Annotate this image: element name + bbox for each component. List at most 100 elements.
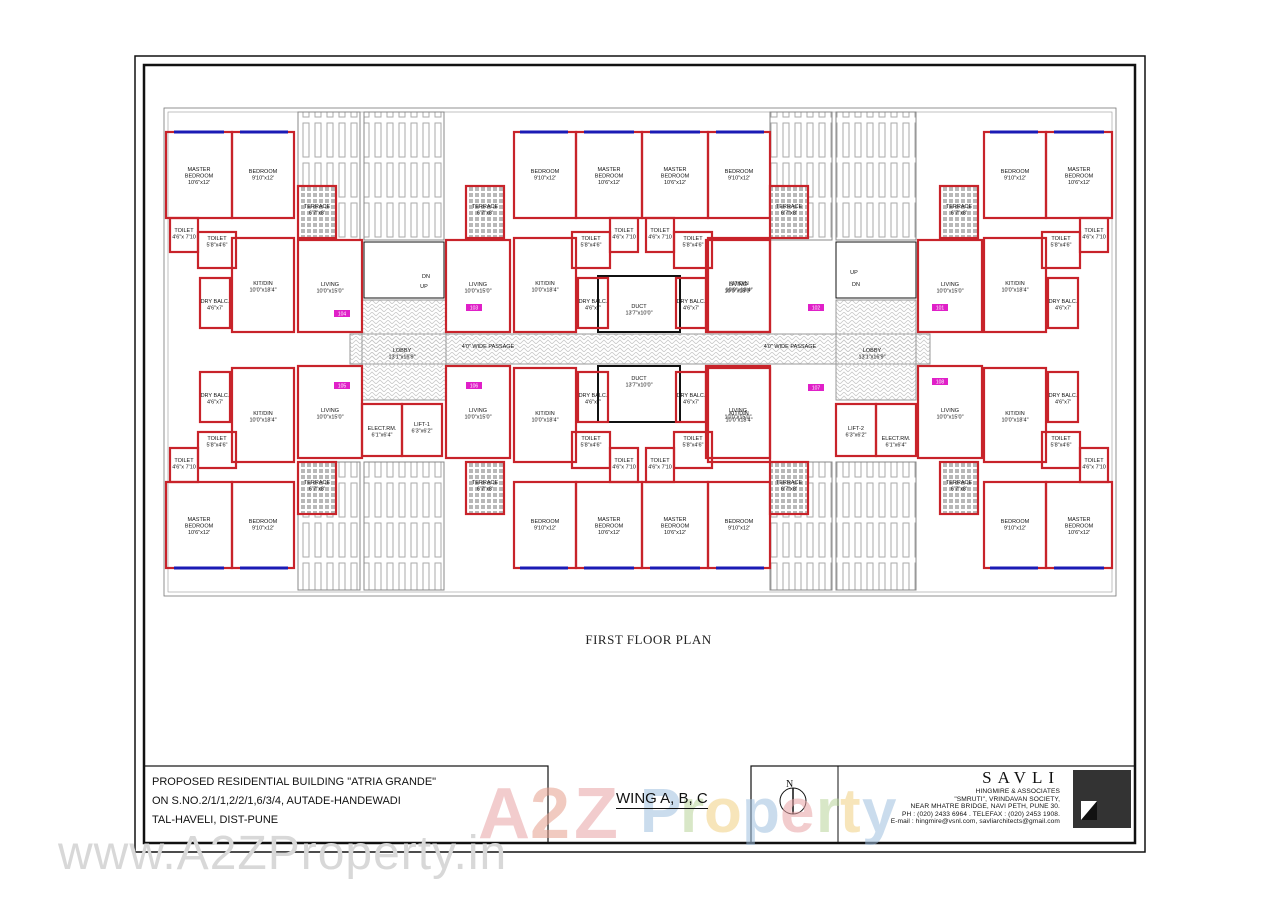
terrace xyxy=(296,184,338,240)
project-description: PROPOSED RESIDENTIAL BUILDING "ATRIA GRA… xyxy=(152,773,436,830)
toilet-2 xyxy=(672,430,714,470)
circulation xyxy=(349,275,931,423)
terrace xyxy=(938,184,980,240)
dry-balcony xyxy=(1046,370,1080,424)
toilet-2 xyxy=(1040,230,1082,270)
wing-label: WING A, B, C xyxy=(616,790,708,809)
toilet-2 xyxy=(196,230,238,270)
dry-balcony xyxy=(576,370,610,424)
firm-line-4: PH : (020) 2433 6964 . TELEFAX : (020) 2… xyxy=(902,810,1060,818)
toilet-2 xyxy=(570,230,612,270)
inner-border xyxy=(142,63,1137,845)
svg-text:105: 105 xyxy=(338,384,347,390)
electrical-room-1-label: ELECT.RM.6'1"x6'4" xyxy=(368,426,397,439)
terrace xyxy=(768,460,810,516)
flat-number-tag: 101 xyxy=(932,304,948,312)
flat-number-tag: 105 xyxy=(334,382,350,390)
electrical-room-1 xyxy=(360,402,404,458)
terrace xyxy=(938,460,980,516)
project-line-2: ON S.NO.2/1/1,2/2/1,6/3/4, AUTADE-HANDEW… xyxy=(152,795,401,807)
flat-number-tag: 106 xyxy=(466,382,482,390)
dry-balcony xyxy=(198,370,232,424)
terrace xyxy=(296,460,338,516)
kit-din xyxy=(230,366,296,464)
svg-text:t: t xyxy=(840,777,861,846)
toilet-2 xyxy=(672,230,714,270)
svg-text:r: r xyxy=(816,777,840,846)
svg-text:o: o xyxy=(704,777,742,846)
dry-balcony-label: DRY BALC.4'6"x7' xyxy=(1049,299,1078,312)
watermark-url: www.A2ZProperty.in xyxy=(58,827,508,880)
toilet-2 xyxy=(570,430,612,470)
svg-text:106: 106 xyxy=(470,384,479,390)
architect-block: SAVLI HINGMIRE & ASSOCIATES "SMRUTI", VR… xyxy=(884,768,1060,826)
electrical-room-2 xyxy=(874,402,918,458)
svg-text:A: A xyxy=(478,774,530,854)
toilet-2 xyxy=(1040,430,1082,470)
dry-balcony-label: DRY BALC.4'6"x7' xyxy=(677,393,706,406)
svg-text:r: r xyxy=(680,777,704,846)
kit-din xyxy=(982,366,1048,464)
terrace xyxy=(768,184,810,240)
site-outline xyxy=(163,107,1117,597)
living-room xyxy=(296,238,364,334)
svg-text:p: p xyxy=(742,777,780,846)
terrace xyxy=(464,184,506,240)
living-room xyxy=(704,364,772,460)
open-area-top xyxy=(297,111,917,241)
title-block xyxy=(143,765,1136,844)
kit-din xyxy=(512,366,578,464)
svg-text:P: P xyxy=(640,777,681,846)
dry-balcony-label: DRY BALC.4'6"x7' xyxy=(1049,393,1078,406)
svg-text:107: 107 xyxy=(812,386,821,392)
dry-balcony xyxy=(1046,276,1080,330)
stair-up-left: UP xyxy=(420,284,428,290)
svg-text:101: 101 xyxy=(936,306,945,312)
outer-border xyxy=(134,55,1146,853)
svg-text:e: e xyxy=(780,777,814,846)
firm-line-1: HINGMIRE & ASSOCIATES xyxy=(975,788,1060,795)
living-room xyxy=(444,364,512,460)
stair-dn-right: DN xyxy=(852,282,860,288)
svg-text:y: y xyxy=(862,777,897,846)
